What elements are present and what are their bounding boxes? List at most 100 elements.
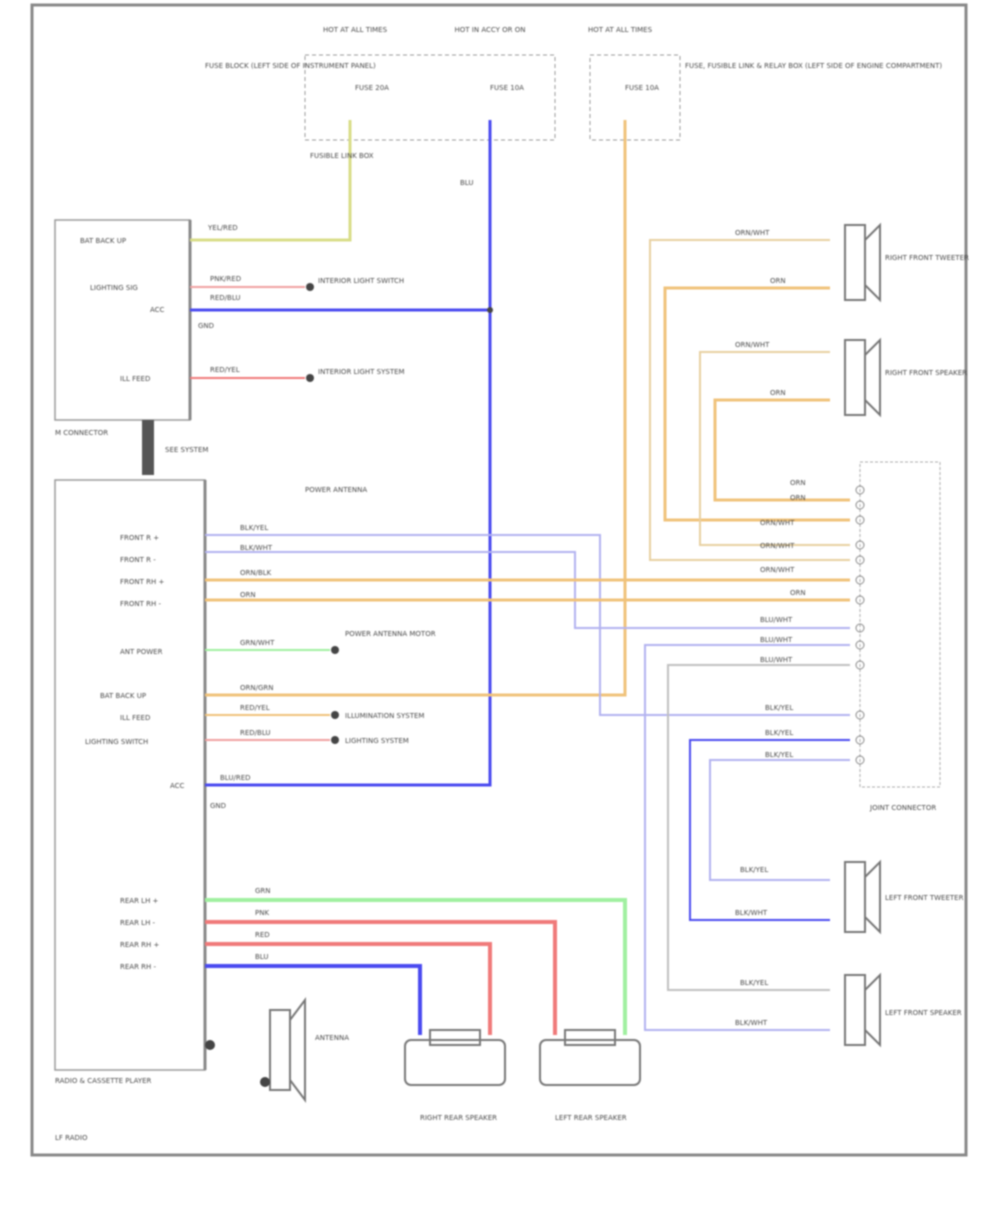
radio-name: RADIO & CASSETTE PLAYER [55, 1077, 152, 1085]
radio-ground [205, 1040, 215, 1050]
wire-rear-rh-minus [205, 964, 422, 1035]
speaker-lf [844, 972, 881, 1048]
wire-radio-3: ORN [240, 591, 256, 599]
wire-conn-7: BLU/WHT [760, 636, 793, 644]
terminal [306, 283, 314, 291]
wire-lf-2 [667, 664, 850, 991]
m-connector [142, 420, 154, 475]
wire-left-3: BLK/WHT [735, 1019, 768, 1027]
radio-pin-5: BAT BACK UP [100, 692, 146, 700]
wire-radio-5: ORN/GRN [240, 684, 274, 692]
radio-pin-0: FRONT R + [120, 534, 159, 542]
wire-rear-3: BLU [255, 953, 268, 961]
fuse-box-2 [589, 54, 681, 141]
wire-fr-plus [205, 534, 850, 716]
speaker-rear-left [539, 1029, 641, 1086]
wire-top-4: RED/YEL [210, 366, 240, 374]
callout-ant: POWER ANTENNA [305, 486, 367, 494]
fuse-1-label: FUSE 20A [355, 84, 389, 92]
radio-gnd: GND [210, 802, 226, 810]
radio-pin-1: FRONT R - [120, 556, 156, 564]
wire-spk-2: ORN/WHT [735, 341, 770, 349]
wire-rear-lh-minus [205, 920, 557, 1035]
wire-conn-2: ORN/WHT [760, 519, 795, 527]
callout-illum: INTERIOR LIGHT SYSTEM [318, 368, 405, 376]
wire-conn-4: ORN/WHT [760, 566, 795, 574]
wire-conn-11: BLK/YEL [765, 751, 793, 759]
joint-connector-label: JOINT CONNECTOR [869, 804, 936, 812]
wire-top-2: RED/BLU [210, 294, 241, 302]
top-unit-box [54, 219, 191, 421]
note-fuse-block: FUSE BLOCK (LEFT SIDE OF INSTRUMENT PANE… [205, 62, 376, 70]
wire-radio-1: BLK/WHT [240, 544, 273, 552]
rear-pin-3: REAR RH - [120, 963, 157, 971]
callout-top-light: INTERIOR LIGHT SWITCH [318, 277, 404, 285]
radio-pin-8: ACC [170, 782, 185, 790]
wire-bat [190, 120, 352, 242]
speaker-rear-right [404, 1029, 506, 1086]
speaker-rf-label: RIGHT FRONT SPEAKER [885, 369, 967, 377]
wire-spk-0: ORN/WHT [735, 229, 770, 237]
wire-conn-9: BLK/YEL [765, 704, 793, 712]
wire-radio-8: BLU/RED [220, 774, 251, 782]
radio-pin-3: FRONT RH - [120, 600, 161, 608]
wire-rear-lh-plus [205, 898, 627, 1035]
note-dash-right: FUSE, FUSIBLE LINK & RELAY BOX (LEFT SID… [685, 62, 942, 70]
fuse-2-title: HOT IN ACCY OR ON [455, 26, 526, 34]
wire-rft-2 [663, 286, 850, 522]
rear-pin-0: REAR LH + [120, 897, 159, 905]
wire-spk-3: ORN [770, 389, 786, 397]
speaker-rf [844, 337, 881, 418]
terminal [331, 736, 339, 744]
wire-conn-3: ORN/WHT [760, 542, 795, 550]
radio-box [54, 479, 206, 1071]
rear-pin-2: REAR RH + [120, 941, 160, 949]
wire-radio-4: GRN/WHT [240, 639, 275, 647]
fuse-3-label: FUSE 10A [625, 84, 659, 92]
wire-bat-radio [205, 120, 627, 697]
fuse-1-title: HOT AT ALL TIMES [323, 26, 388, 34]
wire-left-1: BLK/WHT [735, 909, 768, 917]
joint-connector [859, 461, 941, 788]
callout-radio-illum: ILLUMINATION SYSTEM [345, 712, 424, 720]
wire-conn-8: BLU/WHT [760, 656, 793, 664]
top-pin-1: LIGHTING SIG [90, 284, 138, 292]
antenna-speaker [260, 997, 306, 1103]
wire-rear-2: RED [255, 931, 270, 939]
top-pin-3: ILL FEED [120, 375, 150, 383]
radio-pin-2: FRONT RH + [120, 578, 164, 586]
splice [487, 307, 493, 313]
radio-pin-6: ILL FEED [120, 714, 150, 722]
corner-note: LF RADIO [55, 1134, 88, 1142]
speaker-rft-label: RIGHT FRONT TWEETER [885, 254, 969, 262]
outer-frame [30, 3, 968, 1157]
wire-acc-main [205, 120, 492, 787]
wire-fr-minus [205, 551, 850, 629]
speaker-lft-label: LEFT FRONT TWEETER [885, 894, 964, 902]
wire-radio-0: BLK/YEL [240, 524, 268, 532]
wire-note: SEE SYSTEM [165, 446, 208, 454]
top-gnd: GND [198, 322, 214, 330]
callout-radio-light: LIGHTING SYSTEM [345, 737, 409, 745]
wire-top-1: PNK/RED [210, 275, 241, 283]
top-pin-2: ACC [150, 306, 165, 314]
wire-rf-2 [713, 398, 850, 502]
terminal [331, 646, 339, 654]
wire-top-0: YEL/RED [207, 224, 238, 232]
wire-radio-7: RED/BLU [240, 729, 271, 737]
note-fusible-link: FUSIBLE LINK BOX [310, 152, 374, 160]
wire-rear-rh-plus [205, 942, 492, 1035]
wire-lf-1 [644, 644, 850, 1031]
fuse-3-title: HOT AT ALL TIMES [588, 26, 653, 34]
fuse-2-label: FUSE 10A [490, 84, 524, 92]
wire-rear-1: PNK [255, 909, 269, 917]
wire-rf-1 [699, 351, 850, 546]
wire-lft-2 [709, 759, 850, 881]
wire-conn-0: ORN [790, 479, 806, 487]
wire-radio-2: ORN/BLK [240, 569, 272, 577]
wire-conn-5: ORN [790, 589, 806, 597]
speaker-antenna: ANTENNA [315, 1034, 349, 1042]
wire-conn-1: ORN [790, 494, 806, 502]
